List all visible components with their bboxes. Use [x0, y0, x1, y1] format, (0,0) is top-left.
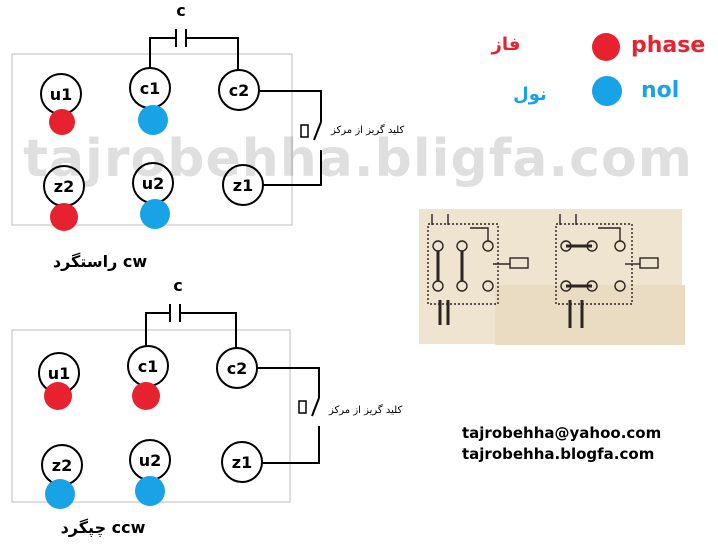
cw-switch-blade [313, 121, 322, 141]
cw-cap-wire-left [149, 37, 176, 73]
cw-terminal-c1-label: c1 [140, 79, 161, 98]
cw-switch-wire-bottom [262, 150, 322, 186]
ccw-terminal-u1-label: u1 [48, 364, 71, 383]
cw-diagram: c کلید گریز از مرکز u1 c1 c2 z2 u2 z1 را… [11, 1, 404, 271]
cw-caption: راستگرد cw [53, 252, 147, 271]
scan-left-terminal-6 [482, 280, 494, 292]
ccw-dot-u2-neutral [135, 476, 165, 506]
cw-capacitor-label: c [176, 1, 185, 20]
cw-switch-wire-top [258, 90, 322, 122]
ccw-switch-actuator [298, 400, 307, 414]
cw-switch-actuator [300, 124, 309, 138]
ccw-cap-wire-right [180, 312, 237, 351]
cw-terminal-u1-label: u1 [50, 85, 73, 104]
cw-terminal-u2-label: u2 [142, 174, 165, 193]
scan-right-cap-wire [598, 227, 621, 241]
cw-terminal-c2 [218, 69, 260, 111]
ccw-terminal-z2-label: z2 [52, 456, 72, 475]
cw-terminal-c2-label: c2 [229, 81, 250, 100]
ccw-switch-wire-top [257, 367, 320, 398]
ccw-switch-blade [311, 397, 320, 417]
ccw-switch-label: کلید گریز از مرکز [328, 404, 402, 416]
scan-left-top-leads [431, 214, 449, 225]
ccw-terminal-u2-label: u2 [139, 451, 162, 470]
scan-paper-fold [495, 285, 685, 345]
scan-right-terminal-6 [614, 280, 626, 292]
watermark: tajrobehha.bligfa.com [23, 129, 693, 189]
ccw-dot-z2-neutral [45, 479, 75, 509]
ccw-cap-wire-left [145, 312, 170, 351]
scanned-reference-image [419, 209, 685, 345]
cw-dot-u2-neutral [140, 199, 170, 229]
ccw-terminal-c2-label: c2 [227, 359, 248, 378]
scan-left-cap-wire [470, 227, 489, 241]
cw-dot-c1-neutral [138, 105, 168, 135]
legend-neutral-fa: نول [513, 84, 547, 105]
legend-neutral-dot [592, 76, 622, 106]
ccw-caption: چپگرد ccw [61, 518, 146, 538]
ccw-terminal-z1-label: z1 [232, 453, 252, 472]
ccw-terminal-z1 [221, 441, 263, 483]
ccw-switch-wire-bottom [262, 426, 320, 464]
ccw-terminal-c1-label: c1 [138, 357, 159, 376]
cw-terminal-z1 [222, 164, 264, 206]
scan-left-switch [509, 257, 529, 269]
ccw-dot-u1-phase [44, 382, 72, 410]
cw-cap-wire-right [186, 37, 239, 73]
scan-right-top-leads [559, 214, 577, 225]
contact-email: tajrobehha@yahoo.com [462, 424, 661, 442]
contact-site: tajrobehha.blogfa.com [462, 445, 654, 463]
legend-neutral-en: nol [641, 78, 679, 103]
cw-dot-u1-phase [49, 109, 75, 135]
cw-switch-label: کلید گریز از مرکز [330, 124, 404, 136]
ccw-terminal-c2 [216, 347, 258, 389]
legend-phase-en: phase [631, 33, 705, 58]
scan-right-leads [568, 300, 584, 328]
ccw-dot-c1-phase [132, 382, 160, 410]
ccw-diagram: c کلید گریز از مرکز u1 c1 c2 z2 u2 z1 چپ… [11, 276, 402, 538]
legend-phase-fa: فاز [491, 34, 521, 55]
cw-terminal-z1-label: z1 [233, 176, 253, 195]
legend: فاز phase نول nol [491, 33, 705, 106]
scan-left-leads [438, 300, 450, 325]
cw-dot-z2-phase [50, 203, 78, 231]
ccw-capacitor-label: c [173, 276, 182, 295]
legend-phase-dot [592, 33, 620, 61]
scan-right-switch [639, 257, 659, 269]
cw-terminal-z2-label: z2 [54, 177, 74, 196]
